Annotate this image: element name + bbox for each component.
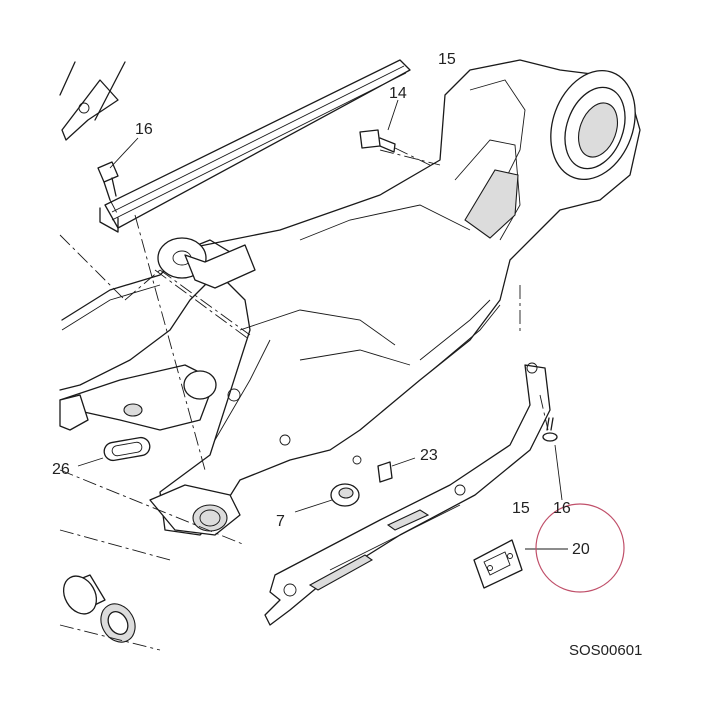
swingarm-left-section [59, 237, 256, 431]
drawing-code: SOS00601 [569, 642, 642, 659]
bearing-and-seal [62, 574, 136, 643]
plate-20 [473, 539, 568, 589]
cap-7 [294, 483, 360, 513]
bolt-16-top [97, 137, 139, 216]
label-7: 7 [276, 513, 285, 530]
label-16-top: 16 [135, 121, 153, 138]
label-20: 20 [572, 541, 590, 558]
clip-26 [77, 436, 151, 467]
chain-guide-rail [99, 59, 411, 233]
frame-fragment-top-left [59, 61, 126, 141]
swingarm-body [149, 59, 641, 536]
label-14: 14 [389, 85, 407, 102]
highlight-circle [535, 503, 625, 593]
centre-lines [59, 149, 521, 651]
bolt-14 [359, 99, 441, 171]
label-26: 26 [52, 461, 70, 478]
screw-16-right [539, 394, 563, 501]
chain-slider-15 [264, 362, 551, 626]
label-23: 23 [420, 447, 438, 464]
nut-23 [377, 457, 416, 483]
label-15-top: 15 [438, 51, 456, 68]
label-16-right: 16 [553, 500, 571, 517]
label-15: 15 [512, 500, 530, 517]
